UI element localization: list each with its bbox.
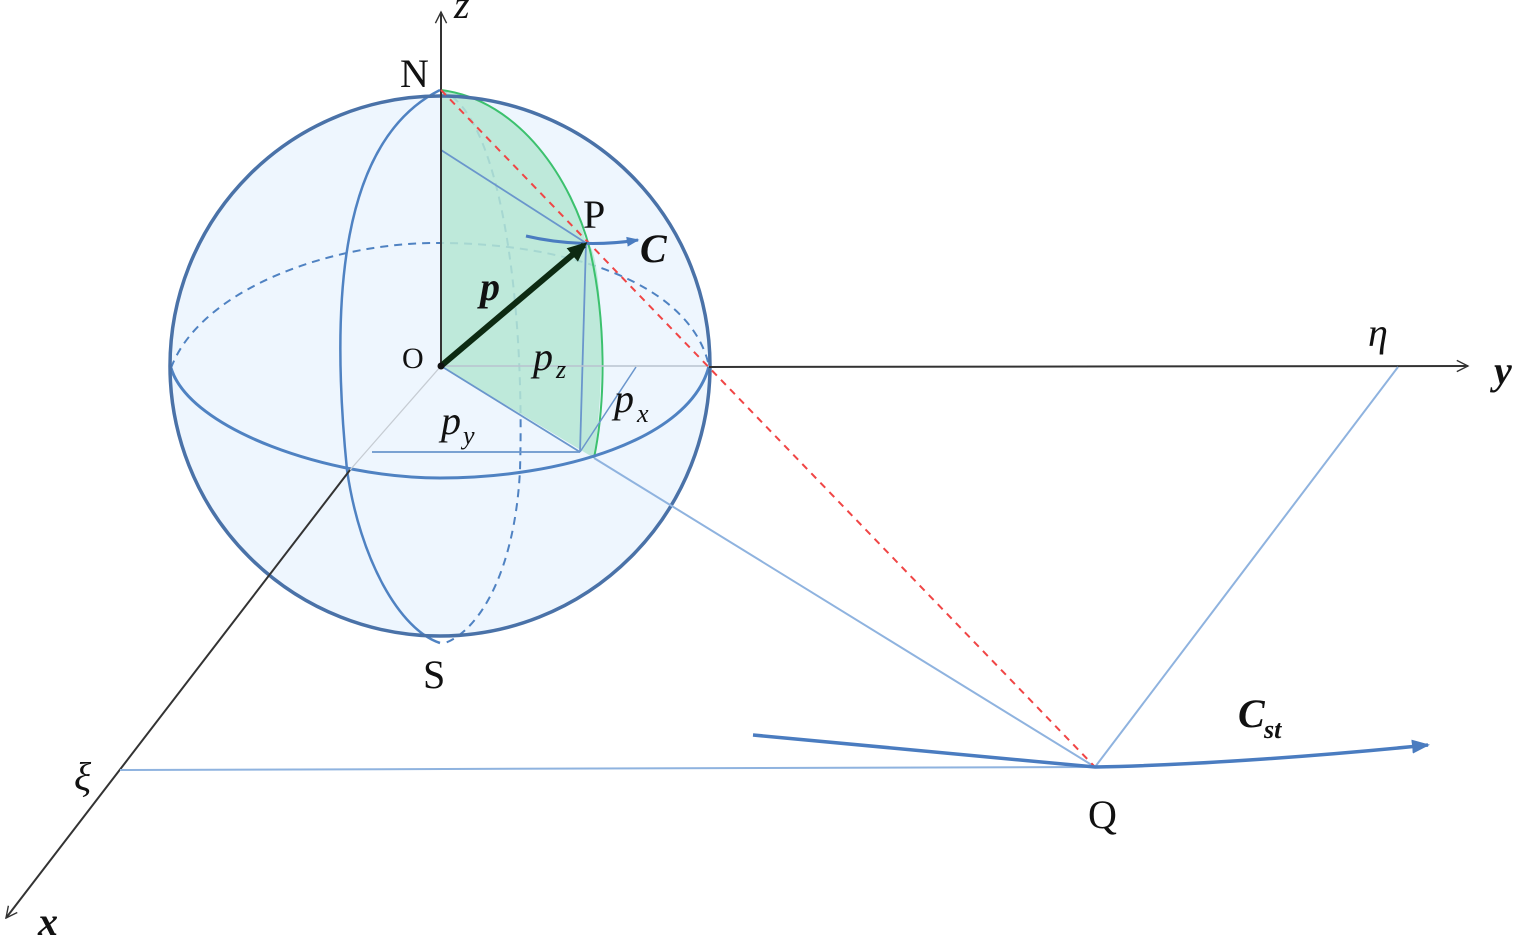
projection-ray-dashed	[440, 89, 1096, 768]
axes	[6, 12, 1468, 918]
meridian-front	[339, 88, 441, 645]
projection-lines	[119, 89, 1399, 771]
equator-front	[169, 365, 711, 480]
label-eta: η	[1368, 310, 1388, 355]
label-vector-p: p	[477, 264, 500, 309]
label-component-x: p x	[611, 376, 649, 428]
svg-text:p: p	[530, 334, 553, 379]
label-axis-y: y	[1490, 348, 1512, 393]
origin-point	[437, 362, 445, 370]
label-xi: ξ	[74, 754, 92, 799]
svg-text:st: st	[1263, 715, 1282, 744]
x-axis	[6, 469, 351, 918]
curve-cst-arrow	[752, 733, 1430, 769]
svg-text:p: p	[611, 376, 634, 421]
svg-text:p: p	[438, 398, 461, 443]
svg-text:x: x	[636, 399, 649, 428]
vector-p	[439, 242, 588, 369]
label-axis-x: x	[37, 899, 58, 938]
svg-text:z: z	[555, 355, 566, 384]
label-component-z: p z	[530, 334, 566, 384]
y-axis	[708, 366, 1468, 367]
label-south-pole: S	[423, 652, 445, 697]
construction-lines	[349, 149, 709, 471]
label-curve-cst: C st	[1238, 691, 1282, 744]
meridian-back-dashed	[439, 89, 522, 644]
label-curve-c: C	[640, 226, 668, 271]
svg-text:y: y	[460, 421, 475, 450]
svg-text:C: C	[1238, 691, 1266, 736]
label-projected-point-q: Q	[1088, 792, 1117, 837]
label-origin: O	[402, 342, 424, 375]
label-north-pole: N	[400, 51, 429, 96]
label-axis-z: z	[453, 0, 470, 27]
label-component-y: p y	[438, 398, 475, 450]
label-point-p: P	[583, 192, 605, 237]
meridian-arc-green	[440, 89, 604, 459]
